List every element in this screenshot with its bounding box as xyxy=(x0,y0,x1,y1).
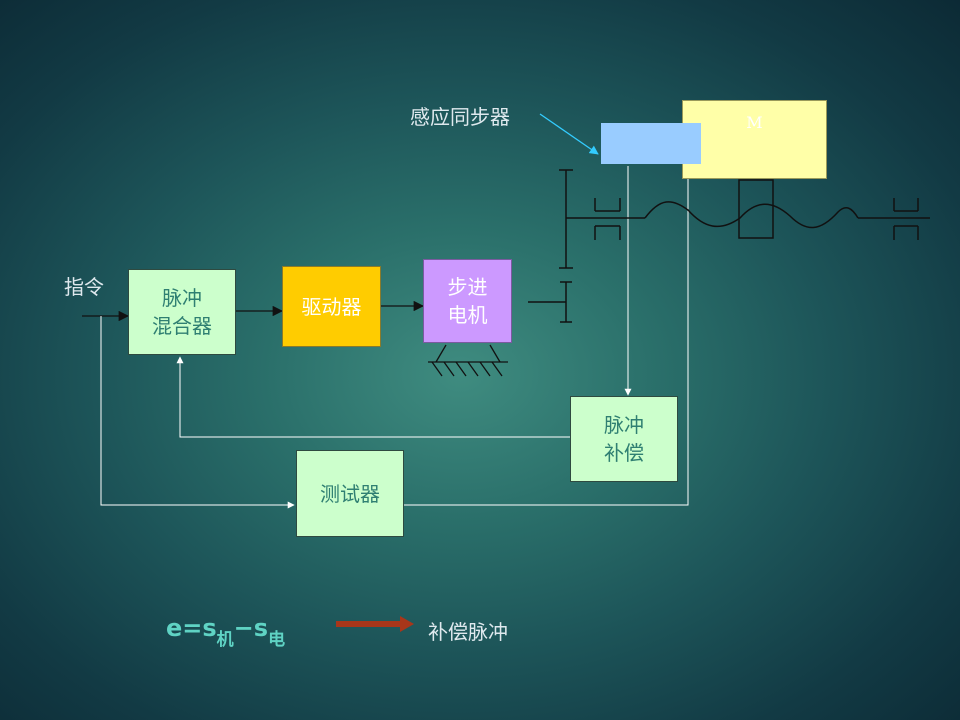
compensation-to-mixer-line xyxy=(176,356,570,438)
formula-lhs: e=s xyxy=(166,614,217,642)
sync-sensor-pointer xyxy=(539,113,599,155)
leadscrew-mechanism xyxy=(559,169,930,269)
error-formula: e=s机−s电 xyxy=(166,614,285,650)
formula-sub-electrical: 电 xyxy=(268,630,286,650)
pulse-mixer-block: 脉冲 混合器 xyxy=(128,269,236,355)
command-label: 指令 xyxy=(64,275,104,299)
sync-sensor-block xyxy=(601,123,701,164)
formula-sub-mechanical: 机 xyxy=(216,630,234,650)
tester-block: 测试器 xyxy=(296,450,404,537)
ground-symbol xyxy=(428,344,508,377)
command-to-tester-line xyxy=(100,316,295,509)
motor-block: M xyxy=(682,100,827,179)
driver-block: 驱动器 xyxy=(282,266,381,347)
tester-to-sensor-line xyxy=(404,151,692,506)
stepper-motor-block: 步进 电机 xyxy=(423,259,512,343)
legend-arrowhead xyxy=(400,616,414,632)
legend-label: 补偿脉冲 xyxy=(428,620,508,644)
formula-minus: −s xyxy=(233,614,269,642)
sync-sensor-label: 感应同步器 xyxy=(410,105,510,129)
pulse-compensation-block: 脉冲 补偿 xyxy=(570,396,678,482)
